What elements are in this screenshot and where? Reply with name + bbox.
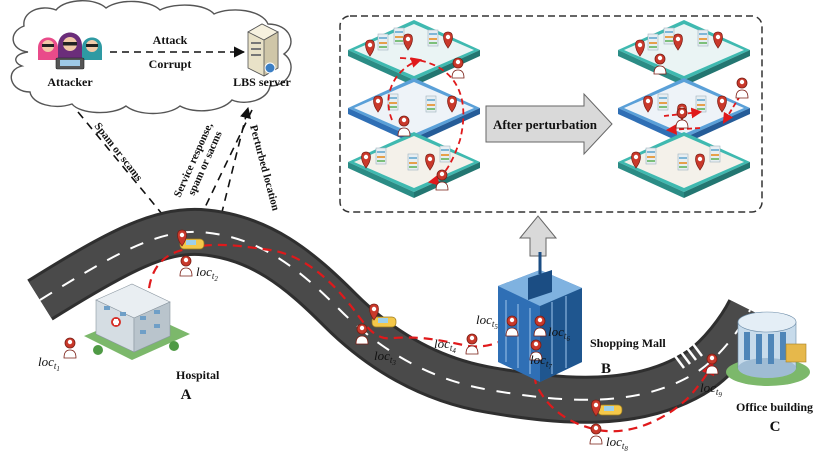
cloud-shape — [10, 0, 292, 115]
svg-text:loct8: loct8 — [606, 434, 628, 453]
mall-before-floors — [348, 20, 480, 198]
office-building — [726, 311, 810, 386]
hospital-building — [84, 283, 190, 360]
svg-text:loct2: loct2 — [196, 264, 218, 283]
svg-text:loct5: loct5 — [476, 312, 498, 331]
attacker-label: Attacker — [47, 75, 93, 89]
after-perturbation-label: After perturbation — [493, 117, 598, 132]
svg-text:loct1: loct1 — [38, 354, 60, 373]
office-label: Office building — [736, 400, 813, 414]
svg-text:loct7: loct7 — [530, 352, 552, 371]
corrupt-label: Corrupt — [149, 57, 192, 71]
perturbed-location-label: Perturbed location — [247, 124, 281, 212]
mall-to-box-arrow — [518, 215, 558, 257]
hospital-letter: A — [181, 387, 192, 403]
svg-text:loct6: loct6 — [548, 324, 570, 343]
user-marker-t4 — [465, 333, 479, 355]
mall-label: Shopping Mall — [590, 336, 666, 350]
spam-scams-label: Spam or scams — [92, 120, 145, 184]
svg-text:loct9: loct9 — [700, 380, 722, 399]
mall-letter: B — [601, 361, 611, 377]
hospital-label: Hospital — [176, 368, 220, 382]
after-perturbation-arrow: After perturbation — [485, 92, 613, 156]
attack-label: Attack — [153, 33, 188, 47]
car-icon — [177, 229, 623, 417]
attacker-icon — [38, 32, 102, 70]
svg-text:loct3: loct3 — [374, 348, 396, 367]
user-marker-t8 — [589, 423, 603, 445]
location-labels: loct1 loct2 loct3 loct4 loct5 loct6 loct… — [38, 264, 722, 453]
user-marker-t1 — [63, 337, 77, 359]
spam-scams-arrow — [77, 111, 173, 227]
mall-after-floors — [618, 20, 750, 198]
user-marker-t2 — [179, 255, 193, 277]
attack-cloud: Attacker LBS server Attack Corrupt — [10, 0, 292, 115]
perturbation-box: After perturbation — [339, 15, 763, 213]
office-letter: C — [770, 419, 781, 435]
svg-text:loct4: loct4 — [434, 336, 456, 355]
server-label: LBS server — [233, 75, 291, 89]
perturbed-location-arrow — [217, 106, 251, 229]
lbs-server-icon — [247, 23, 279, 77]
road-lane-markings — [39, 230, 751, 401]
